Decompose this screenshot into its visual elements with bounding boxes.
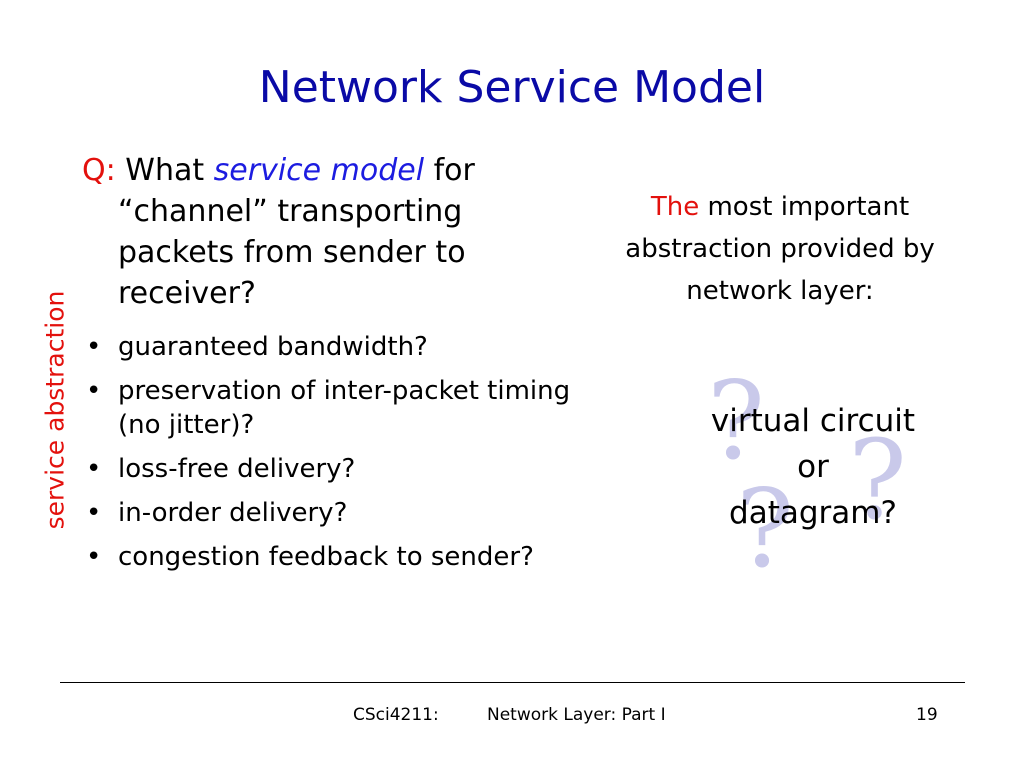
footer-title: Network Layer: Part I: [487, 705, 666, 725]
slide-title: Network Service Model: [258, 62, 766, 113]
bullet-icon: •: [86, 542, 102, 572]
list-item: • guaranteed bandwidth?: [82, 330, 592, 364]
question-block: Q: What service model for “channel” tran…: [82, 150, 587, 314]
question-text-after: for “channel” transporting packets from …: [118, 153, 475, 311]
note-block: The most important abstraction provided …: [596, 186, 964, 312]
question-mark-icon: ?: [736, 467, 794, 592]
note-text: most important abstraction provided by n…: [625, 192, 935, 306]
note-highlight: The: [650, 192, 700, 222]
side-label: service abstraction: [40, 290, 70, 530]
choice-line-virtual-circuit: virtual circuit: [710, 403, 916, 439]
bullet-list: • guaranteed bandwidth? • preservation of …: [82, 330, 592, 584]
choice-block: virtual circuit or datagram?: [668, 398, 958, 536]
list-item: • loss-free delivery?: [82, 452, 592, 486]
question-prefix: Q:: [82, 153, 116, 188]
choice-line-or: or: [797, 449, 829, 485]
bullet-text: loss-free delivery?: [118, 454, 356, 484]
footer-course: CSci4211:: [353, 705, 439, 725]
page-number: 19: [916, 705, 938, 725]
bullet-text: in-order delivery?: [118, 498, 348, 528]
bullet-text: congestion feedback to sender?: [118, 542, 534, 572]
bullet-icon: •: [86, 454, 102, 484]
bullet-text: guaranteed bandwidth?: [118, 332, 428, 362]
footer-divider: [60, 682, 965, 683]
bullet-icon: •: [86, 498, 102, 528]
bullet-icon: •: [86, 332, 102, 362]
list-item: • preservation of inter-packet timing (no…: [82, 374, 592, 442]
question-emphasis: service model: [213, 153, 425, 188]
bullet-text: preservation of inter-packet timing (no …: [118, 376, 571, 440]
list-item: • congestion feedback to sender?: [82, 540, 592, 574]
choice-line-datagram: datagram?: [729, 495, 897, 531]
question-text-before: What: [125, 153, 205, 188]
question-mark-icon: ?: [707, 359, 765, 484]
question-mark-icon: ?: [848, 416, 907, 544]
bullet-icon: •: [86, 376, 102, 406]
list-item: • in-order delivery?: [82, 496, 592, 530]
